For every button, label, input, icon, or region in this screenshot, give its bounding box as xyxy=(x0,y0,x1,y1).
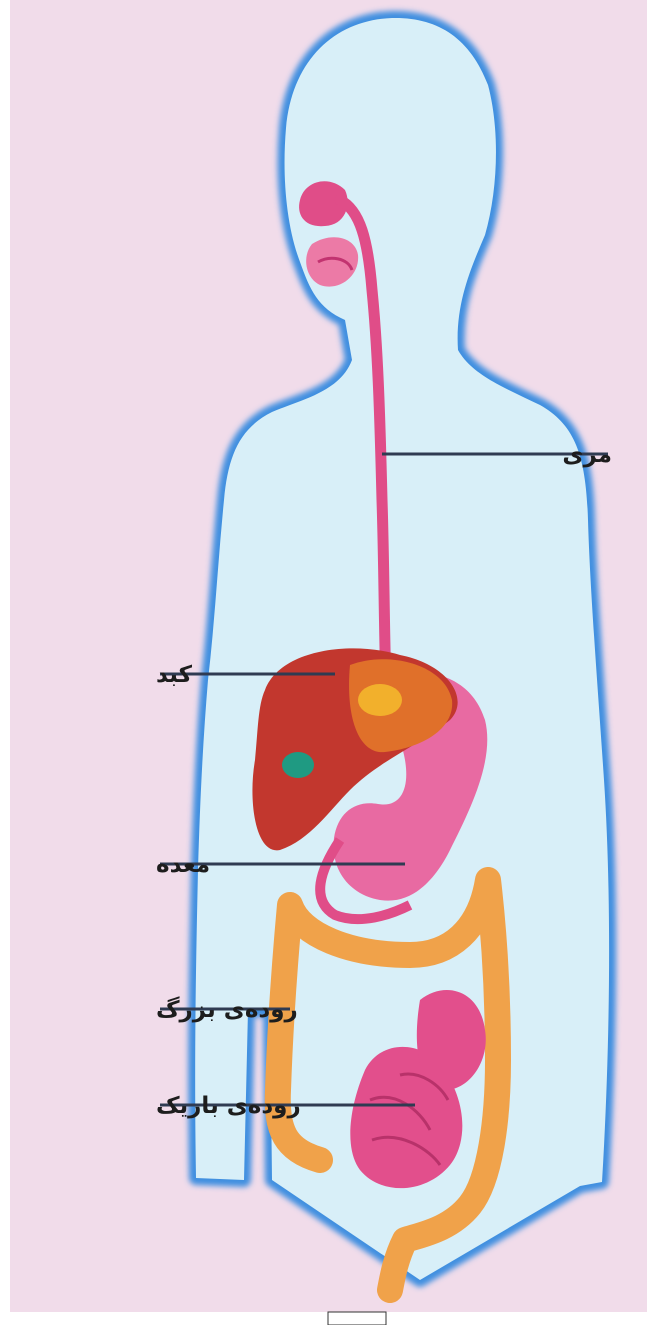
esophagus-label: مری xyxy=(562,442,612,468)
bottom-tab xyxy=(328,1312,386,1325)
stomach-label: معده xyxy=(156,852,210,878)
gallbladder xyxy=(282,752,314,778)
small-intestine-label: روده‌ی باریک xyxy=(156,1093,301,1119)
liver-label: کبد xyxy=(156,662,193,688)
large-intestine-label: روده‌ی بزرگ xyxy=(156,996,298,1023)
